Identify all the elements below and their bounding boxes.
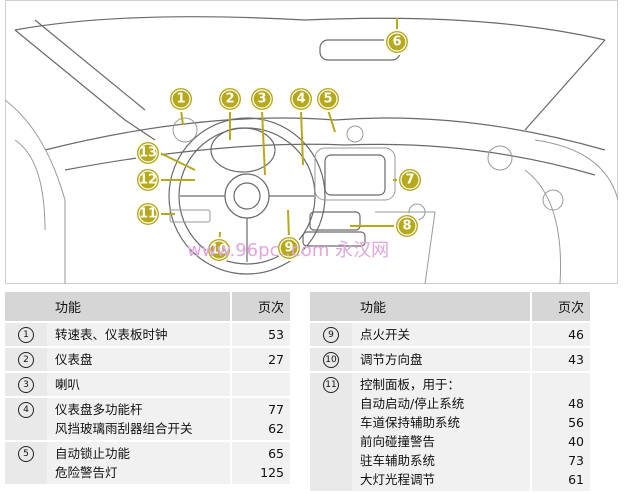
callout-2: 2 [217,86,243,112]
function-text: 仪表盘 [55,352,93,367]
watermark: www.96pc..com 永汉网 [187,240,389,261]
function-text: 危险警告灯 [55,465,118,480]
header-function: 功能 [352,292,530,321]
table-row: 5 自动锁止功能 危险警告灯 65 125 [5,442,290,486]
svg-text:4: 4 [296,92,305,107]
table-header: 功能 页次 [310,292,590,323]
page-number: 62 [268,421,284,436]
function-text: 自动锁止功能 [55,446,131,461]
function-text: 调节方向盘 [360,352,423,367]
page-number: 40 [568,434,584,449]
callout-3: 3 [249,86,275,112]
table-row: 2 仪表盘 27 [5,348,290,373]
function-table-right: 功能 页次 9 点火开关 46 10 调节方向盘 43 11 控制面板，用于： … [310,292,590,493]
cockpit-sketch: 1 2 3 4 5 6 7 8 9 10 11 12 13 www.96pc..… [5,0,618,284]
page-number: 27 [268,352,284,367]
page-number: 73 [568,453,584,468]
svg-text:7: 7 [405,173,414,188]
item-number: 5 [18,446,34,462]
item-number: 3 [18,377,34,393]
svg-text:9: 9 [284,241,293,256]
function-text: 控制面板，用于： [360,377,461,392]
table-header: 功能 页次 [5,292,290,323]
table-row: 3 喇叭 [5,373,290,398]
item-number: 11 [323,377,339,393]
function-text: 风挡玻璃雨刮器组合开关 [55,421,193,436]
page-number: 43 [568,352,584,367]
table-row: 4 仪表盘多功能杆 风挡玻璃雨刮器组合开关 77 62 [5,398,290,442]
callout-5: 5 [315,86,341,112]
header-function: 功能 [47,292,230,321]
callout-11: 11 [135,201,161,227]
svg-text:6: 6 [392,35,401,50]
function-text: 仪表盘多功能杆 [55,402,143,417]
svg-text:10: 10 [210,243,228,258]
svg-text:8: 8 [402,219,411,234]
svg-text:2: 2 [225,92,234,107]
svg-text:1: 1 [176,92,185,107]
page-number: 61 [568,472,584,487]
page-number: 56 [568,415,584,430]
page-number: 125 [260,465,284,480]
item-number: 10 [323,352,339,368]
function-text: 喇叭 [55,377,81,392]
header-page: 页次 [530,292,590,321]
table-row: 11 控制面板，用于： 自动启动/停止系统 车道保持辅助系统 前向碰撞警告 驻车… [310,373,590,493]
function-text: 驻车辅助系统 [360,453,436,468]
item-number: 4 [18,402,34,418]
callout-13: 13 [135,140,161,166]
callout-7: 7 [397,167,423,193]
table-row: 1 转速表、仪表板时钟 53 [5,323,290,348]
svg-text:3: 3 [257,92,266,107]
cockpit-illustration: 1 2 3 4 5 6 7 8 9 10 11 12 13 www.96pc..… [5,0,618,284]
callout-8: 8 [394,213,420,239]
function-text: 点火开关 [360,327,411,342]
svg-text:5: 5 [323,92,332,107]
function-text: 大灯光程调节 [360,472,436,487]
page-number: 46 [568,327,584,342]
page-number: 48 [568,396,584,411]
function-text: 转速表、仪表板时钟 [55,327,168,342]
table-row: 9 点火开关 46 [310,323,590,348]
svg-text:11: 11 [139,207,157,222]
item-number: 2 [18,352,34,368]
function-text: 车道保持辅助系统 [360,415,461,430]
item-number: 1 [18,327,34,343]
header-page: 页次 [230,292,290,321]
callout-6: 6 [384,29,410,55]
callout-1: 1 [168,86,194,112]
callout-4: 4 [288,86,314,112]
function-text: 自动启动/停止系统 [360,396,465,411]
svg-text:13: 13 [139,146,157,161]
page-number: 53 [268,327,284,342]
page-number [232,375,284,394]
callout-12: 12 [135,167,161,193]
svg-text:12: 12 [139,173,157,188]
page-number: 77 [268,402,284,417]
page-number [532,375,584,394]
page-number: 65 [268,446,284,461]
callout-9: 9 [276,235,302,261]
item-number: 9 [323,327,339,343]
function-text: 前向碰撞警告 [360,434,436,449]
callout-10: 10 [206,237,232,263]
function-table-left: 功能 页次 1 转速表、仪表板时钟 53 2 仪表盘 27 3 喇叭 4 仪表盘… [5,292,290,486]
table-row: 10 调节方向盘 43 [310,348,590,373]
